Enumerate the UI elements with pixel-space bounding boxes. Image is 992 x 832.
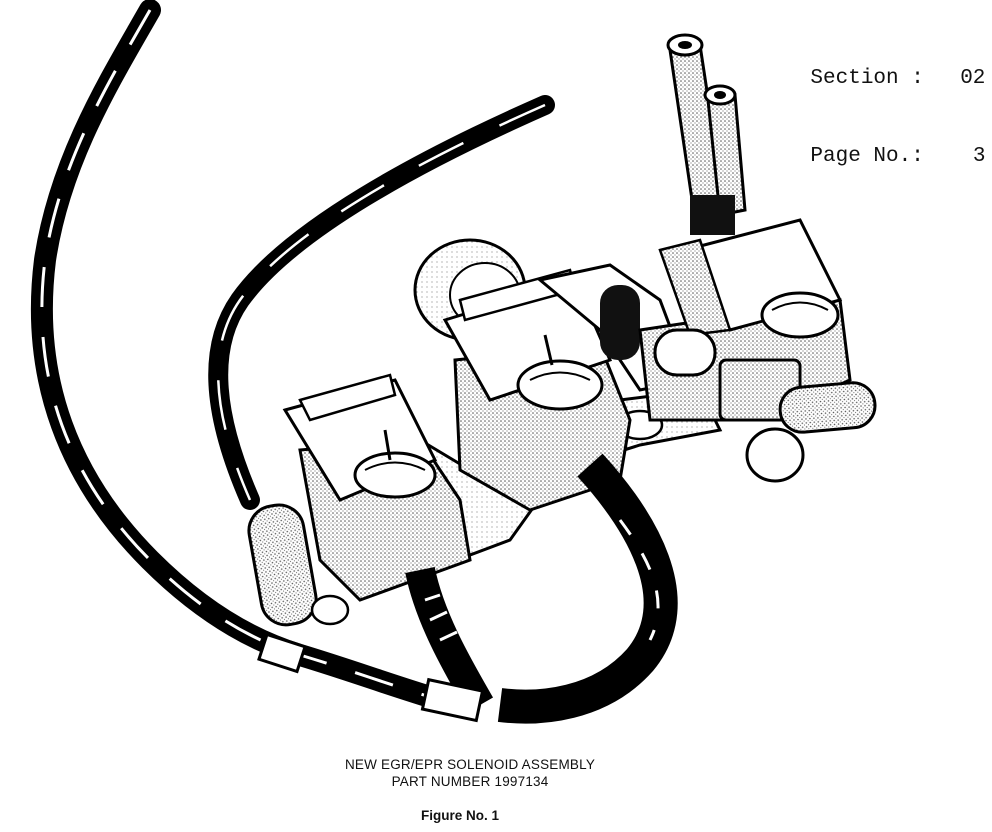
page-number-row: Page No.: 3 [760,118,985,168]
figure-number: Figure No. 1 [420,808,499,823]
caption-line-2: PART NUMBER 1997134 [391,774,549,789]
right-solenoid [638,218,877,483]
inner-vacuum-hose [208,95,555,510]
page-number-value: 3 [972,145,986,168]
page-number-label: Page No.: [810,145,924,168]
document-header: Section : 02 Page No.: 3 [760,0,985,170]
center-loop-hose [497,453,678,724]
solenoid-assembly-illustration [30,0,877,724]
left-solenoid [247,373,472,627]
lower-hose [405,566,494,723]
figure-caption: NEW EGR/EPR SOLENOID ASSEMBLY PART NUMBE… [250,756,690,790]
section-label: Section : [810,67,924,90]
long-vacuum-hose [30,0,451,711]
section-row: Section : 02 [760,40,985,90]
section-value: 02 [960,67,986,90]
vacuum-nipples [666,33,747,235]
caption-line-1: NEW EGR/EPR SOLENOID ASSEMBLY [344,757,596,772]
